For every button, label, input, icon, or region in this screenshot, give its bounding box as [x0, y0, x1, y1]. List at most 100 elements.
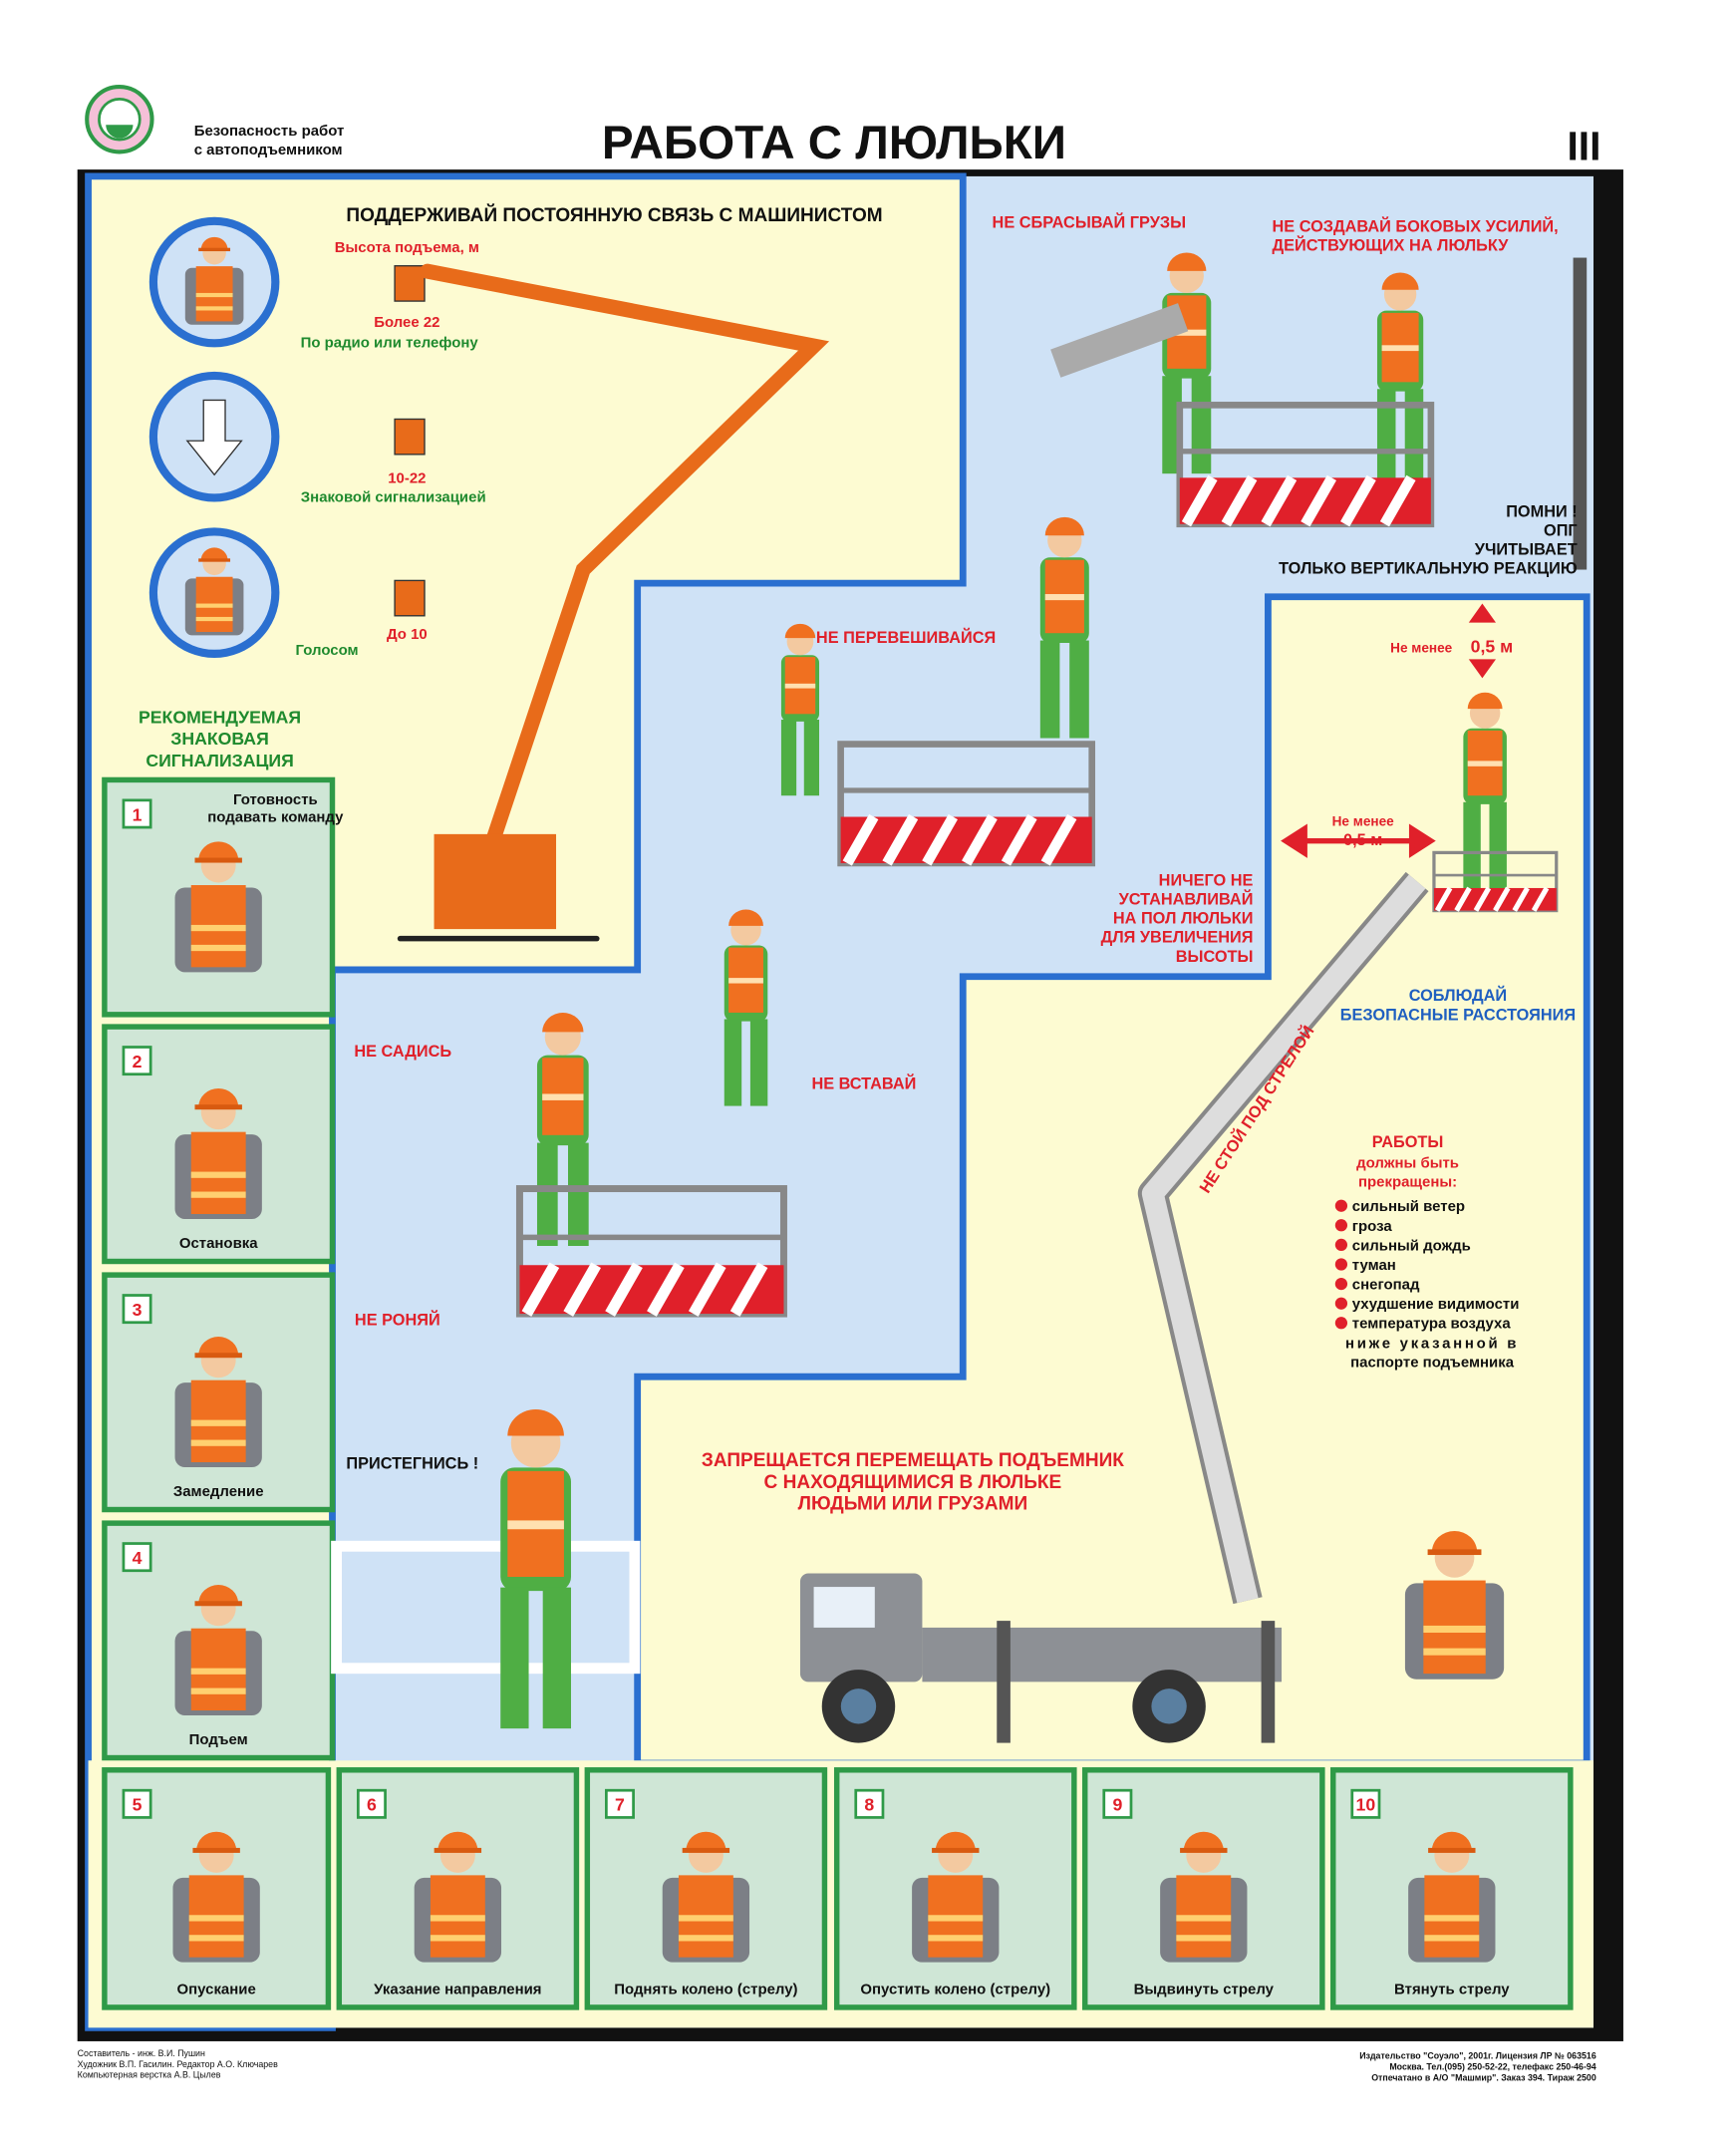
- condition-item: ухудшение видимости: [1352, 1296, 1520, 1313]
- signal-number: 2: [133, 1052, 143, 1072]
- sheet-number: III: [1567, 124, 1600, 169]
- warning-no-stand: НЕ ВСТАВАЙ: [811, 1074, 916, 1093]
- stop-work-heading: прекращены:: [1358, 1174, 1457, 1191]
- signal-label: Опускание: [177, 1981, 256, 1997]
- signal-label: Поднять колено (стрелу): [614, 1981, 797, 1997]
- stop-work-continuation: ниже указанной в: [1345, 1336, 1519, 1353]
- horizontal-distance-arrow: [1281, 823, 1436, 858]
- yellow-area-bottom-right: [634, 593, 1591, 1767]
- signal-label: Выдвинуть стрелу: [1134, 1981, 1275, 1997]
- warning-nothing-on-floor: УСТАНАВЛИВАЙ: [1119, 890, 1254, 909]
- warning-nothing-on-floor: НИЧЕГО НЕ: [1159, 872, 1254, 890]
- condition-item: сильный дождь: [1352, 1237, 1471, 1254]
- remember-note: ПОМНИ !: [1506, 502, 1577, 520]
- bullet-icon: [1334, 1199, 1348, 1212]
- stop-work-heading: должны быть: [1356, 1155, 1459, 1172]
- publisher-line: Отпечатано в А/О "Машмир". Заказ 394. Ти…: [1371, 2072, 1596, 2082]
- warning-nothing-on-floor: ДЛЯ УВЕЛИЧЕНИЯ: [1101, 929, 1254, 947]
- icon-hand-signal-circle: [148, 371, 280, 502]
- vertical-distance-arrow: [1468, 603, 1497, 679]
- page-title: РАБОТА С ЛЮЛЬКИ: [602, 117, 1066, 169]
- signal-number: 1: [133, 804, 143, 824]
- signal-label: Втянуть стрелу: [1394, 1981, 1510, 1997]
- level-height: До 10: [387, 626, 428, 643]
- warning-nothing-on-floor: ВЫСОТЫ: [1176, 948, 1254, 966]
- condition-item: температура воздуха: [1352, 1316, 1512, 1333]
- signal-number: 6: [367, 1795, 377, 1815]
- condition-item: сильный ветер: [1352, 1198, 1465, 1215]
- bullet-icon: [1334, 1277, 1348, 1291]
- series-title-line2: с автоподъемником: [194, 142, 343, 158]
- bullet-icon: [1334, 1238, 1348, 1252]
- level-method: По радио или телефону: [301, 334, 479, 351]
- signal-number: 3: [133, 1300, 143, 1320]
- publisher-line: Издательство "Соуэло", 2001г. Лицензия Л…: [1359, 2051, 1596, 2061]
- signal-label: Остановка: [179, 1235, 258, 1252]
- min-distance-value: 0,5 м: [1343, 831, 1382, 849]
- signal-label: подавать команду: [207, 809, 344, 826]
- remember-note: ОПГ: [1544, 522, 1578, 540]
- level-method: Знаковой сигнализацией: [301, 488, 486, 505]
- signal-number: 7: [615, 1795, 625, 1815]
- warning-no-drop-loads: НЕ СБРАСЫВАЙ ГРУЗЫ: [993, 213, 1187, 232]
- warning-no-move: ЗАПРЕЩАЕТСЯ ПЕРЕМЕЩАТЬ ПОДЪЕМНИК: [702, 1450, 1124, 1471]
- level-height: 10-22: [388, 469, 426, 486]
- series-title-line1: Безопасность работ: [194, 123, 345, 140]
- publisher-line: Москва. Тел.(095) 250-52-22, телефакс 25…: [1389, 2062, 1595, 2072]
- signals-heading: ЗНАКОВАЯ: [170, 729, 268, 749]
- condition-item: гроза: [1352, 1218, 1393, 1235]
- warning-no-drop: НЕ РОНЯЙ: [355, 1310, 440, 1329]
- keep-distance-note: БЕЗОПАСНЫЕ РАССТОЯНИЯ: [1340, 1006, 1576, 1024]
- signal-number: 8: [864, 1795, 874, 1815]
- bullet-icon: [1334, 1317, 1348, 1330]
- icon-voice-circle: [148, 527, 280, 658]
- signal-number: 4: [133, 1548, 143, 1568]
- level-height: Более 22: [374, 314, 439, 331]
- level-method: Голосом: [296, 642, 359, 659]
- keep-distance-note: СОБЛЮДАЙ: [1409, 986, 1507, 1005]
- signal-number: 10: [1356, 1795, 1376, 1815]
- signal-label: Замедление: [173, 1483, 264, 1500]
- signal-label: Указание направления: [374, 1981, 541, 1997]
- fasten-warning: ПРИСТЕГНИСЬ !: [346, 1455, 478, 1473]
- remember-note: УЧИТЫВАЕТ: [1475, 541, 1578, 559]
- credits-line: Компьютерная верстка А.В. Цылев: [78, 2070, 221, 2080]
- signal-label: Опустить колено (стрелу): [860, 1981, 1050, 1997]
- condition-item: снегопад: [1352, 1277, 1420, 1294]
- signals-heading: РЕКОМЕНДУЕМАЯ: [139, 707, 301, 727]
- credits-line: Составитель - инж. В.И. Пушин: [78, 2048, 205, 2058]
- icon-radio-circle: [148, 216, 280, 348]
- signal-label: Подъем: [189, 1731, 248, 1748]
- warning-no-sit: НЕ САДИСЬ: [354, 1043, 451, 1061]
- steel-beam: [1050, 303, 1189, 378]
- height-label: Высота подъема, м: [335, 239, 479, 256]
- warning-no-side-forces: ДЕЙСТВУЮЩИХ НА ЛЮЛЬКУ: [1273, 236, 1510, 255]
- condition-item: туман: [1352, 1257, 1396, 1274]
- credits-line: Художник В.П. Гасилин. Редактор А.О. Клю…: [78, 2059, 278, 2069]
- wall: [1573, 257, 1588, 570]
- signal-number: 9: [1112, 1795, 1122, 1815]
- signal-number: 5: [133, 1795, 143, 1815]
- orange-aerial-lift: [397, 263, 830, 942]
- stop-work-heading: РАБОТЫ: [1372, 1133, 1444, 1151]
- warning-no-lean: НЕ ПЕРЕВЕШИВАЙСЯ: [816, 628, 996, 647]
- signals-heading: СИГНАЛИЗАЦИЯ: [145, 751, 293, 770]
- grey-aerial-lift-truck: [799, 871, 1429, 1743]
- warning-nothing-on-floor: НА ПОЛ ЛЮЛЬКИ: [1113, 910, 1254, 928]
- bullet-icon: [1334, 1219, 1348, 1232]
- railing: [331, 1540, 641, 1675]
- communication-heading: ПОДДЕРЖИВАЙ ПОСТОЯННУЮ СВЯЗЬ С МАШИНИСТО…: [346, 204, 882, 226]
- min-distance-value: 0,5 м: [1471, 637, 1514, 657]
- warning-no-side-forces: НЕ СОЗДАВАЙ БОКОВЫХ УСИЛИЙ,: [1273, 217, 1559, 236]
